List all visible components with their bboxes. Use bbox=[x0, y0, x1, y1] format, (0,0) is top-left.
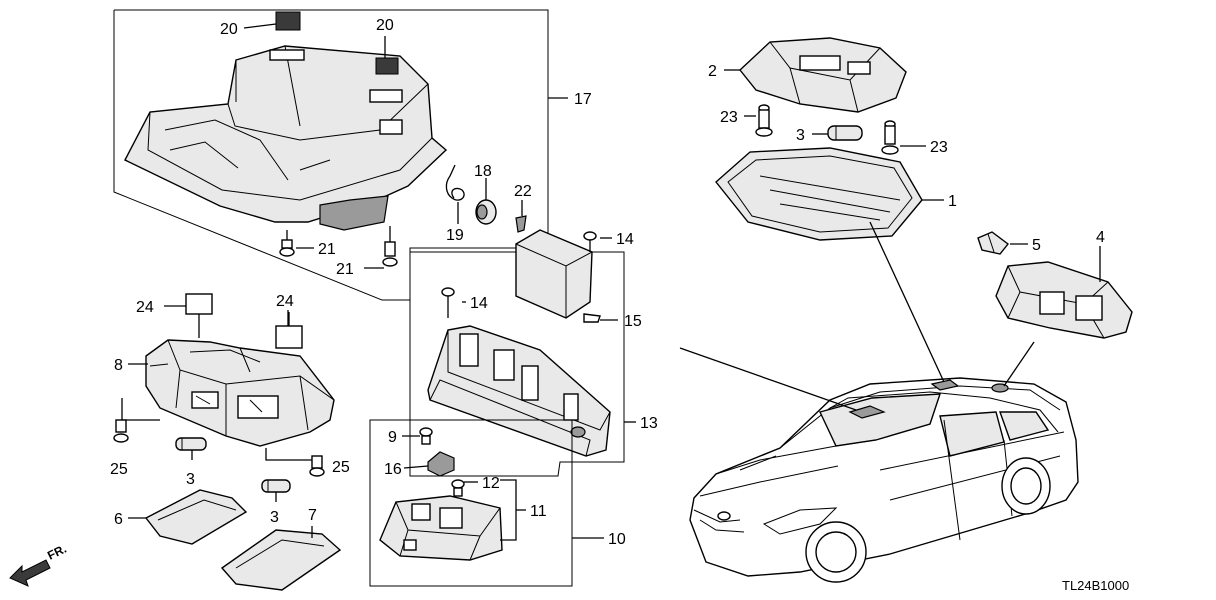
screw-23a[interactable] bbox=[755, 104, 773, 137]
front-arrow-icon bbox=[9, 559, 51, 587]
screw-14a[interactable] bbox=[583, 231, 597, 252]
dome-light-group: 2 23 3 23 1 bbox=[708, 37, 957, 241]
bushing-18[interactable] bbox=[475, 199, 497, 225]
clip-part-24a[interactable] bbox=[185, 293, 213, 315]
callout-4: 4 bbox=[1096, 229, 1105, 246]
callout-21a: 21 bbox=[318, 241, 336, 258]
callout-18: 18 bbox=[474, 163, 492, 180]
overhead-unit-group: 14 14 15 13 bbox=[409, 229, 658, 477]
front-label: FR. bbox=[45, 542, 69, 563]
callout-20b: 20 bbox=[376, 17, 394, 34]
callout-16: 16 bbox=[384, 461, 402, 478]
callout-24b: 24 bbox=[276, 293, 294, 310]
callout-14b: 14 bbox=[470, 295, 488, 312]
roof-console-group: 20 20 17 18 19 22 21 21 bbox=[113, 9, 592, 301]
lens-7[interactable] bbox=[220, 529, 342, 591]
callout-8: 8 bbox=[114, 357, 123, 374]
callout-25b: 25 bbox=[332, 459, 350, 476]
callout-22: 22 bbox=[514, 183, 532, 200]
pin-22[interactable] bbox=[515, 215, 527, 233]
vehicle-illustration bbox=[679, 221, 1079, 583]
screw-23b[interactable] bbox=[881, 120, 899, 155]
bulb-3c[interactable] bbox=[827, 125, 863, 141]
clip-part-20b[interactable] bbox=[375, 57, 399, 75]
callout-1: 1 bbox=[948, 193, 957, 210]
callout-19: 19 bbox=[446, 227, 464, 244]
screw-9[interactable] bbox=[419, 427, 433, 445]
bulb-3a[interactable] bbox=[175, 437, 207, 451]
spring-19[interactable] bbox=[445, 164, 465, 201]
overhead-unit-housing[interactable] bbox=[427, 325, 611, 457]
callout-7: 7 bbox=[308, 507, 317, 524]
clip-part-24b[interactable] bbox=[275, 325, 303, 349]
connector-16[interactable] bbox=[427, 451, 455, 477]
bulb-3b[interactable] bbox=[261, 479, 291, 493]
screw-21b[interactable] bbox=[382, 226, 398, 267]
bulb-5[interactable] bbox=[977, 231, 1009, 255]
clip-part-20a[interactable] bbox=[275, 11, 301, 31]
callout-6: 6 bbox=[114, 511, 123, 528]
callout-12: 12 bbox=[482, 475, 500, 492]
callout-17: 17 bbox=[574, 91, 592, 108]
callout-23b: 23 bbox=[930, 139, 948, 156]
screw-25a[interactable] bbox=[113, 419, 129, 443]
callout-3c: 3 bbox=[796, 127, 805, 144]
callout-23a: 23 bbox=[720, 109, 738, 126]
callout-20a: 20 bbox=[220, 21, 238, 38]
callout-25a: 25 bbox=[110, 461, 128, 478]
callout-13: 13 bbox=[640, 415, 658, 432]
callout-11: 11 bbox=[530, 503, 547, 520]
callout-2: 2 bbox=[708, 63, 717, 80]
screw-14b[interactable] bbox=[441, 287, 455, 318]
screw-12[interactable] bbox=[451, 479, 465, 497]
rear-light-group: 5 4 bbox=[977, 229, 1133, 339]
map-light-group: 8 24 24 25 25 3 3 6 7 bbox=[110, 293, 350, 591]
callout-9: 9 bbox=[388, 429, 397, 446]
callout-21b: 21 bbox=[336, 261, 354, 278]
callout-10: 10 bbox=[608, 531, 626, 548]
callout-3b: 3 bbox=[270, 509, 279, 526]
callout-14a: 14 bbox=[616, 231, 634, 248]
lens-6[interactable] bbox=[144, 489, 248, 545]
front-direction-indicator: FR. bbox=[9, 542, 69, 587]
callout-24a: 24 bbox=[136, 299, 154, 316]
screw-25b[interactable] bbox=[309, 455, 325, 477]
callout-15: 15 bbox=[624, 313, 642, 330]
diagram-code: TL24B1000 bbox=[1062, 578, 1129, 593]
map-light-part[interactable] bbox=[145, 339, 335, 447]
callout-5: 5 bbox=[1032, 237, 1041, 254]
roof-console-part[interactable] bbox=[124, 45, 448, 223]
screw-21a[interactable] bbox=[279, 230, 295, 257]
callout-3a: 3 bbox=[186, 471, 195, 488]
lower-module-group: 9 16 12 11 10 bbox=[369, 419, 626, 587]
module-15[interactable] bbox=[515, 229, 593, 319]
dome-lens-1[interactable] bbox=[715, 147, 923, 241]
